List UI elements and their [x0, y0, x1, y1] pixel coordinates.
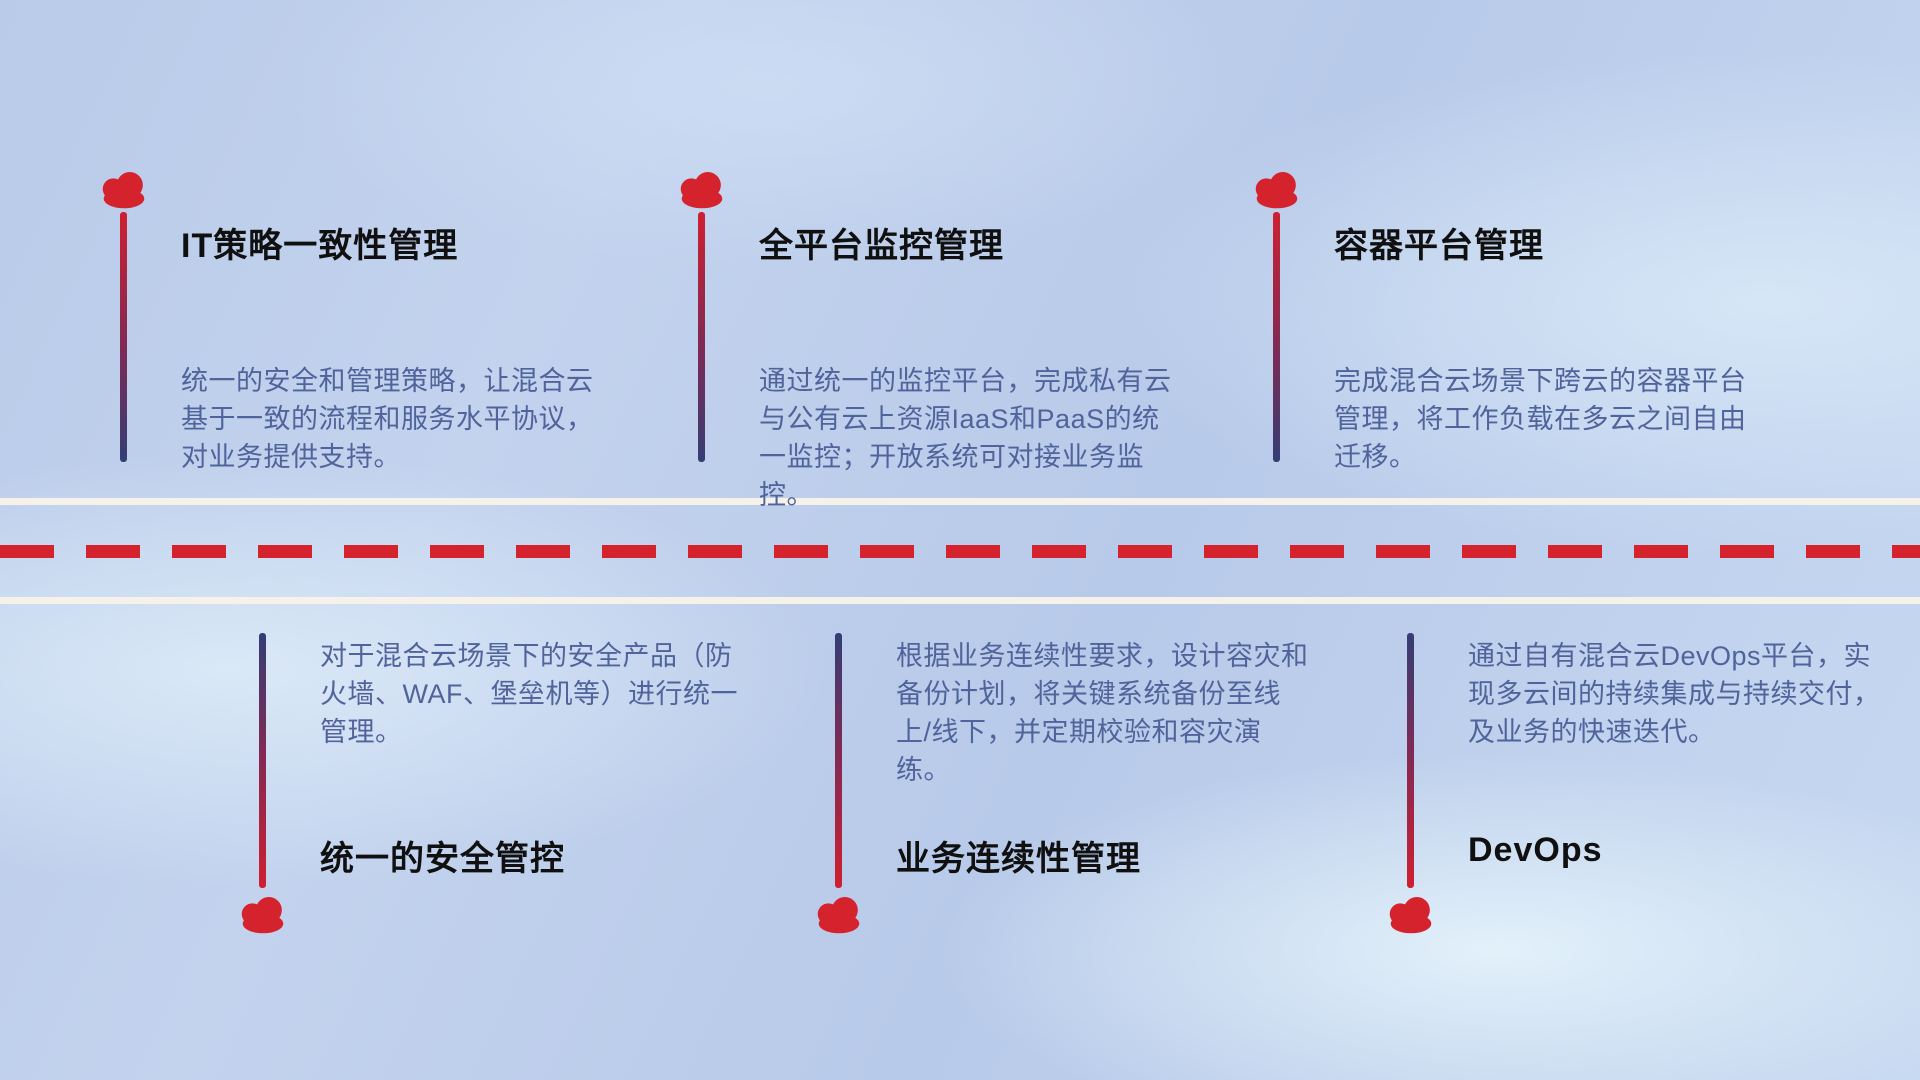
- item-title: DevOps: [1468, 831, 1603, 869]
- road-bottom-line: [0, 597, 1920, 604]
- timeline-item-container-platform: 容器平台管理 完成混合云场景下跨云的容器平台管理，将工作负载在多云之间自由迁移。: [1248, 166, 1768, 506]
- connector-line: [120, 212, 127, 462]
- item-title: IT策略一致性管理: [181, 227, 459, 265]
- timeline-item-it-policy: IT策略一致性管理 统一的安全和管理策略，让混合云基于一致的流程和服务水平协议，…: [95, 166, 615, 506]
- cloud-icon: [241, 897, 284, 934]
- timeline-item-security-control: 对于混合云场景下的安全产品（防火墙、WAF、堡垒机等）进行统一管理。 统一的安全…: [234, 633, 754, 973]
- item-title: 全平台监控管理: [759, 227, 1004, 265]
- road-dashed-center-line: [0, 545, 1920, 558]
- connector-line: [1407, 633, 1414, 888]
- item-title: 容器平台管理: [1334, 227, 1544, 265]
- cloud-icon: [817, 897, 860, 934]
- item-description: 对于混合云场景下的安全产品（防火墙、WAF、堡垒机等）进行统一管理。: [320, 641, 738, 747]
- cloud-icon: [102, 172, 145, 209]
- connector-line: [1273, 212, 1280, 462]
- item-description: 完成混合云场景下跨云的容器平台管理，将工作负载在多云之间自由迁移。: [1334, 366, 1747, 472]
- item-title: 统一的安全管控: [320, 840, 565, 878]
- timeline-item-business-continuity: 根据业务连续性要求，设计容灾和备份计划，将关键系统备份至线上/线下，并定期校验和…: [810, 633, 1330, 973]
- cloud-icon: [1255, 172, 1298, 209]
- item-title: 业务连续性管理: [896, 840, 1141, 878]
- timeline-item-devops: 通过自有混合云DevOps平台，实现多云间的持续集成与持续交付，及业务的快速迭代…: [1382, 633, 1902, 973]
- timeline-item-monitoring: 全平台监控管理 通过统一的监控平台，完成私有云与公有云上资源IaaS和PaaS的…: [673, 166, 1193, 510]
- cloud-icon: [1389, 897, 1432, 934]
- connector-line: [259, 633, 266, 888]
- connector-line: [698, 212, 705, 462]
- item-description: 通过自有混合云DevOps平台，实现多云间的持续集成与持续交付，及业务的快速迭代…: [1468, 641, 1881, 747]
- item-description: 通过统一的监控平台，完成私有云与公有云上资源IaaS和PaaS的统一监控；开放系…: [759, 366, 1172, 510]
- item-description: 统一的安全和管理策略，让混合云基于一致的流程和服务水平协议，对业务提供支持。: [181, 366, 594, 472]
- connector-line: [835, 633, 842, 888]
- item-description: 根据业务连续性要求，设计容灾和备份计划，将关键系统备份至线上/线下，并定期校验和…: [896, 641, 1309, 785]
- cloud-icon: [680, 172, 723, 209]
- road-top-line: [0, 498, 1920, 505]
